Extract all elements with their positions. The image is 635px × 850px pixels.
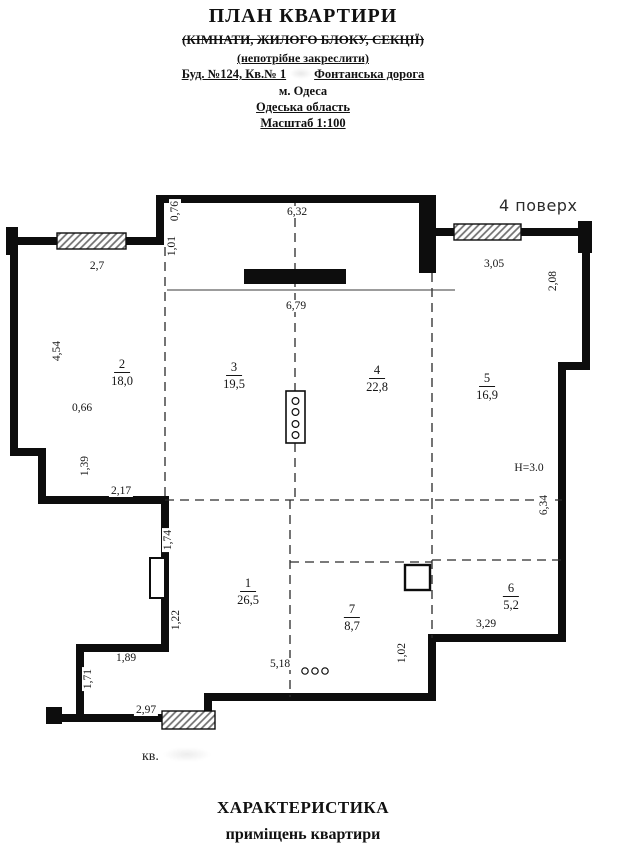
wall-pier <box>419 195 436 273</box>
windows <box>56 223 522 730</box>
address-suffix: Фонтанська дорога <box>314 67 425 81</box>
apartment-redaction-smudge <box>162 747 211 762</box>
outer-wall-left-bottom <box>10 237 169 722</box>
dimension-label: 1,01 <box>166 233 178 259</box>
dimension-label: 6,32 <box>284 206 310 218</box>
room-area: 19,5 <box>223 377 245 391</box>
balcony-beam <box>244 269 346 284</box>
subtitle-note: (непотрібне закреслити) <box>237 51 369 65</box>
room-area: 16,9 <box>476 388 498 402</box>
vent-hole-icon <box>291 408 300 417</box>
apartment-number-prefix: кв. <box>142 749 159 764</box>
dimension-label: 0,66 <box>69 402 95 414</box>
room-number: 6 <box>502 581 520 597</box>
dashed-partitions <box>164 203 562 697</box>
dimension-label: H=3.0 <box>512 462 546 474</box>
room-number: 2 <box>113 357 131 373</box>
dimension-label: 3,05 <box>481 258 507 270</box>
room-area: 8,7 <box>344 619 360 633</box>
dimension-label: 1,74 <box>162 527 174 553</box>
dimension-label: 1,89 <box>113 652 139 664</box>
vent-hole-icon <box>291 431 300 440</box>
window-top-left <box>56 232 127 250</box>
burner-icon <box>321 667 329 675</box>
room-area: 5,2 <box>503 598 519 612</box>
dimension-label: 2,17 <box>108 485 134 497</box>
dimension-label: 1,22 <box>170 607 182 633</box>
floor-number-label: 4 поверх <box>499 196 578 215</box>
region-line: Одеська область <box>256 100 350 114</box>
room-number: 4 <box>368 363 386 379</box>
redaction-smudge <box>290 68 313 79</box>
dimension-label: 5,18 <box>267 658 293 670</box>
vent-hole-icon <box>291 420 300 429</box>
room-number: 5 <box>478 371 496 387</box>
vent-hole-icon <box>291 397 300 406</box>
apartment-number-line: кв. <box>142 747 211 765</box>
page-title: ПЛАН КВАРТИРИ <box>208 5 398 27</box>
room-area: 18,0 <box>111 374 133 388</box>
wall-cap-bottom-left <box>46 707 62 724</box>
dimension-label: 6,34 <box>538 492 550 518</box>
footer-title: ХАРАКТЕРИСТИКА <box>216 798 390 817</box>
burner-icon <box>311 667 319 675</box>
service-shaft <box>403 563 432 592</box>
room-number: 3 <box>225 360 243 376</box>
address-prefix: Буд. №124, Кв.№ 1 <box>181 67 287 81</box>
dimension-label: 2,08 <box>547 268 559 294</box>
wall-cap-top-right <box>578 221 592 253</box>
dimension-label: 2,97 <box>133 704 159 716</box>
dimension-label: 1,39 <box>79 453 91 479</box>
vent-shaft-box <box>285 390 306 444</box>
dimension-label: 0,76 <box>169 198 181 224</box>
window-top-right <box>453 223 522 241</box>
burner-icon <box>301 667 309 675</box>
scale-line: Масштаб 1:100 <box>260 116 346 130</box>
wall-cap-top-left <box>6 227 18 255</box>
address-line: Буд. №124, Кв.№ 1 Фонтанська дорога <box>0 67 606 82</box>
wall-pilaster <box>149 557 166 599</box>
dimension-label: 3,29 <box>473 618 499 630</box>
dimension-label: 1,02 <box>396 640 408 666</box>
window-bottom-left <box>161 710 216 730</box>
dimension-label: 6,79 <box>283 300 309 312</box>
room-number: 7 <box>343 602 361 618</box>
subtitle-struck: (КІМНАТИ, ЖИЛОГО БЛОКУ, СЕКЦІЇ) <box>182 32 424 47</box>
dimension-label: 2,7 <box>87 260 107 272</box>
room-number: 1 <box>239 576 257 592</box>
footer-subtitle: приміщень квартири <box>225 826 381 843</box>
room-area: 26,5 <box>237 593 259 607</box>
room-area: 22,8 <box>366 380 388 394</box>
outer-walls <box>10 195 590 722</box>
city-line: м. Одеса <box>278 84 328 98</box>
stove-burners <box>301 667 329 675</box>
dimension-label: 4,54 <box>51 338 63 364</box>
dimension-label: 1,71 <box>82 666 94 692</box>
outer-wall-top-right <box>10 195 590 722</box>
vent-shaft <box>285 390 306 444</box>
